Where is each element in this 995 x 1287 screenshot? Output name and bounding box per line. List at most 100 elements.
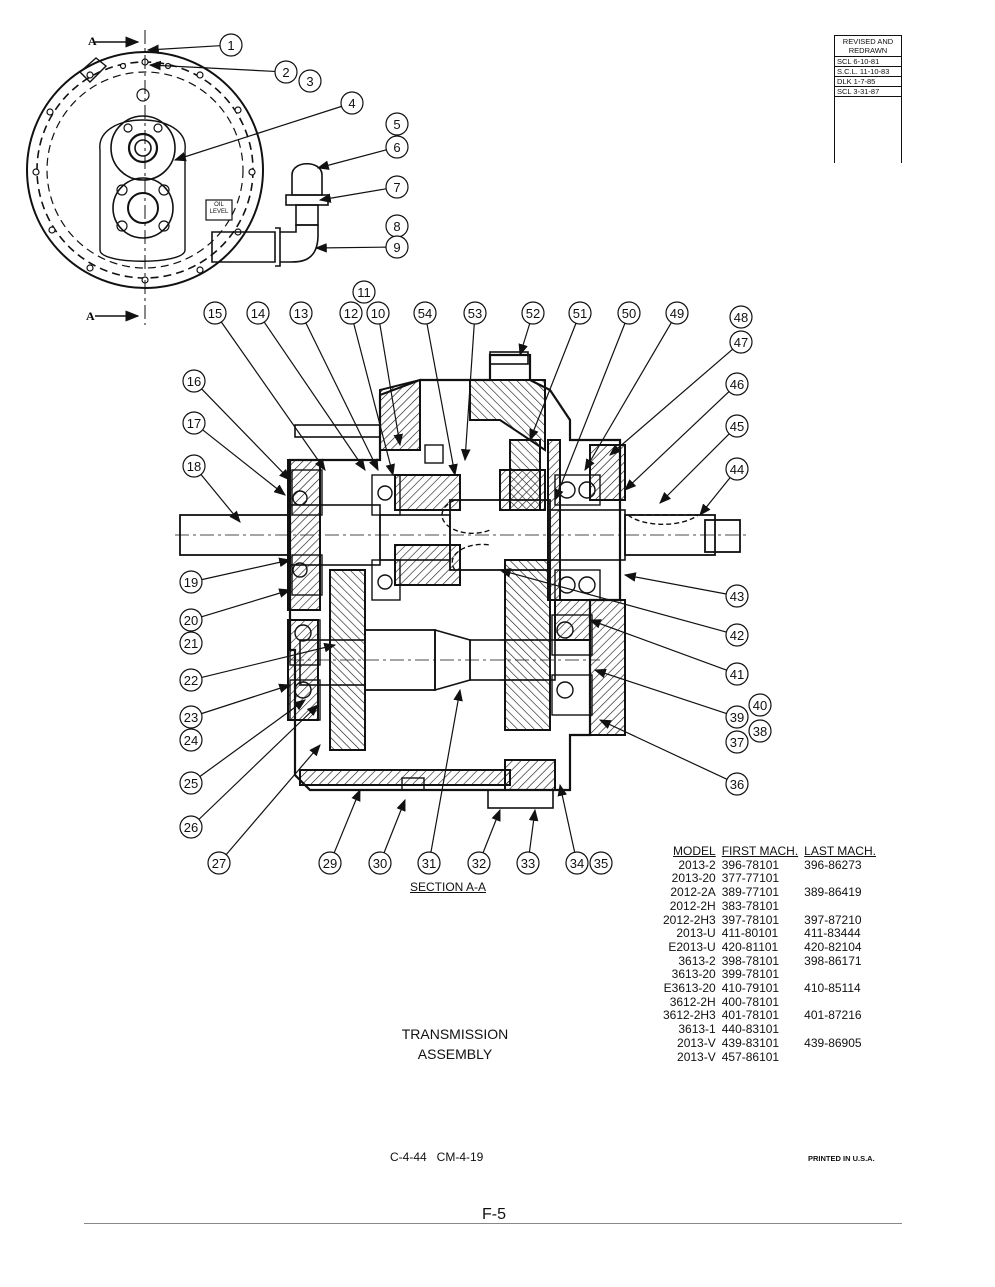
callout-number: 8 — [393, 219, 400, 234]
table-row: E3613-20 410-79101 410-85114 — [660, 981, 879, 996]
callout-number: 31 — [422, 856, 436, 871]
callout-circle — [565, 851, 589, 875]
callout-circle — [725, 662, 749, 686]
callout-number: 10 — [371, 306, 385, 321]
callout-number: 29 — [323, 856, 337, 871]
callout-circle — [589, 851, 613, 875]
callout-circle — [318, 851, 342, 875]
callout-number: 18 — [187, 459, 201, 474]
callout-circle — [725, 372, 749, 396]
callout-number: 37 — [730, 735, 744, 750]
drawing-title: TRANSMISSION ASSEMBLY — [380, 1024, 530, 1064]
cell-model: 2012-2A — [670, 885, 716, 900]
leader-line — [201, 642, 337, 678]
cell-first-mach: 397-78101 — [721, 912, 780, 927]
callout-number: 42 — [730, 628, 744, 643]
cell-last-mach: 439-86905 — [804, 1035, 862, 1050]
callout-circle — [385, 175, 409, 199]
callout-circle — [368, 851, 392, 875]
revision-entry: DLK 1-7-85 — [834, 77, 902, 87]
header-model: MODEL — [673, 844, 716, 858]
cell-last-mach: 396-86273 — [804, 857, 862, 872]
callout-circle — [417, 851, 441, 875]
callout-circle — [748, 719, 772, 743]
cell-model: 2013-2 — [678, 857, 716, 872]
cell-first-mach: 410-79101 — [721, 981, 780, 996]
leader-line — [518, 323, 531, 357]
leader-line — [498, 568, 727, 633]
callout-circle — [298, 69, 322, 93]
callout-number: 54 — [418, 306, 432, 321]
callout-circle — [463, 301, 487, 325]
leader-line — [383, 798, 406, 853]
callout-number: 45 — [730, 419, 744, 434]
page-number: F-5 — [482, 1206, 506, 1223]
callout-number: 46 — [730, 377, 744, 392]
cell-model: 3612-2H — [669, 994, 716, 1009]
cell-last-mach: 411-83444 — [804, 926, 861, 941]
cell-last-mach — [801, 900, 879, 914]
cell-model: 3613-1 — [678, 1022, 716, 1037]
callout-circle — [179, 771, 203, 795]
callout-circle — [182, 454, 206, 478]
callout-number: 9 — [393, 240, 400, 255]
callout-circle — [725, 457, 749, 481]
title-line-1: TRANSMISSION — [401, 1026, 509, 1042]
callout-number: 22 — [184, 673, 198, 688]
callout-circle — [568, 301, 592, 325]
cell-model: 2012-2H3 — [663, 912, 716, 927]
leader-line — [624, 391, 730, 491]
revision-entry: SCL 3-31-87 — [834, 87, 902, 97]
callout-number: 1 — [227, 38, 234, 53]
leader-line — [173, 105, 342, 162]
revision-box: REVISED AND REDRAWN SCL 6-10-81 S.C.L. 1… — [834, 35, 902, 163]
callout-circle — [207, 851, 231, 875]
callout-circle — [179, 631, 203, 655]
callout-number: 34 — [570, 856, 584, 871]
callout-circle — [179, 705, 203, 729]
callout-number: 39 — [730, 710, 744, 725]
leader-line — [426, 323, 458, 477]
cell-first-mach: 439-83101 — [721, 1035, 780, 1050]
leader-line — [333, 788, 361, 854]
header-last-mach: LAST MACH. — [804, 844, 876, 858]
callout-number: 19 — [184, 575, 198, 590]
leader-line — [148, 60, 276, 73]
callout-circle — [179, 570, 203, 594]
cell-last-mach — [801, 996, 879, 1010]
callout-circle — [182, 411, 206, 435]
revision-entry: SCL 6-10-81 — [834, 57, 902, 67]
oil-level-label: OIL LEVEL — [209, 202, 229, 215]
leader-line — [316, 149, 387, 170]
leader-line — [263, 321, 366, 471]
cell-model: E3613-20 — [663, 981, 716, 996]
leader-line — [529, 323, 577, 442]
callout-number: 47 — [734, 335, 748, 350]
callout-number: 16 — [187, 374, 201, 389]
callout-circle — [725, 730, 749, 754]
callout-number: 51 — [573, 306, 587, 321]
callout-circle — [246, 301, 270, 325]
callout-number: 26 — [184, 820, 198, 835]
leader-line — [659, 433, 730, 504]
callout-circle — [617, 301, 641, 325]
callout-circle — [725, 414, 749, 438]
callout-number: 33 — [521, 856, 535, 871]
leader-line — [482, 808, 501, 853]
cell-model: E2013-U — [668, 939, 716, 954]
callout-number: 14 — [251, 306, 265, 321]
cell-last-mach: 398-86171 — [804, 953, 862, 968]
callout-number: 17 — [187, 416, 201, 431]
cell-last-mach: 420-82104 — [804, 939, 862, 954]
cell-first-mach: 440-83101 — [721, 1022, 780, 1037]
cell-last-mach: 410-85114 — [804, 981, 861, 996]
callout-circle — [179, 728, 203, 752]
